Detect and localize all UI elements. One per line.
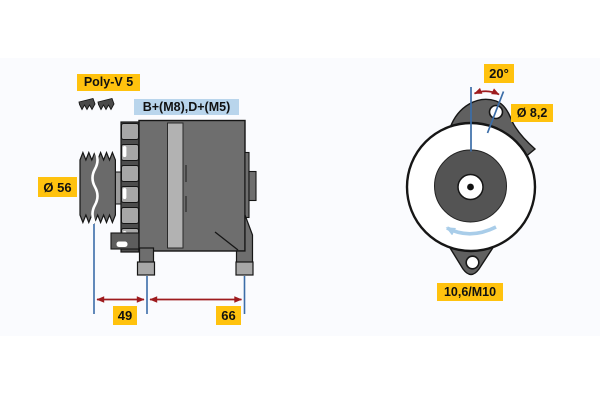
mount-angle-label: 20° — [484, 64, 514, 83]
side-dimensions — [93, 224, 246, 314]
pulley-ribbed-body — [79, 150, 116, 225]
belt-type-label: Poly-V 5 — [77, 74, 140, 91]
front-foot-pad — [136, 261, 156, 276]
pulley-break-line — [91, 150, 99, 224]
counterclockwise-rotation-arrow-icon — [445, 225, 497, 236]
alternator-body — [136, 119, 257, 276]
terminals-label: B+(M8),D+(M5) — [134, 99, 239, 115]
belt-profile-icon — [78, 97, 115, 111]
pulley — [79, 150, 116, 225]
rear-terminal-block — [244, 151, 250, 219]
shaft-center — [467, 183, 474, 191]
pulley-diameter-label: Ø 56 — [38, 177, 77, 197]
stator-band — [167, 122, 184, 249]
lug-hole-diameter-label: Ø 8,2 — [511, 104, 553, 122]
front-view — [405, 87, 537, 276]
bottom-mount-hole-label: 10,6/M10 — [437, 283, 503, 301]
angle-arrow — [473, 87, 500, 96]
dim-66-label: 66 — [216, 306, 241, 325]
dim-49-label: 49 — [113, 306, 137, 325]
side-view — [78, 97, 257, 314]
rear-foot-pad — [235, 261, 254, 276]
angle-dimension — [470, 87, 505, 152]
bottom-lug-hole — [465, 255, 480, 270]
front-bracket-ribs — [110, 121, 140, 253]
